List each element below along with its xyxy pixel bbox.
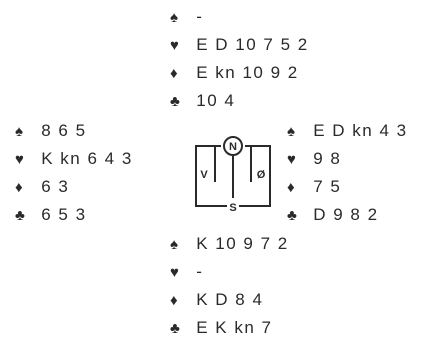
south-diamonds-row: ♦ K D 8 4 (170, 286, 289, 314)
east-diamonds-cards: 7 5 (313, 177, 342, 196)
diamond-icon: ♦ (170, 65, 180, 82)
north-spades-row: ♠ - (170, 3, 309, 31)
diamond-icon: ♦ (15, 179, 25, 196)
south-clubs-cards: E K kn 7 (196, 318, 273, 337)
east-clubs-row: ♣ D 9 8 2 (287, 201, 408, 229)
hand-west: ♠ 8 6 5 ♥ K kn 6 4 3 ♦ 6 3 ♣ 6 5 3 (15, 117, 133, 229)
spade-icon: ♠ (170, 236, 180, 253)
club-icon: ♣ (170, 320, 182, 337)
south-spades-cards: K 10 9 7 2 (196, 234, 289, 253)
club-icon: ♣ (15, 207, 27, 224)
spade-icon: ♠ (170, 9, 180, 26)
compass-north-label: N (229, 141, 237, 153)
compass-east-label: Ø (257, 169, 266, 181)
east-diamonds-row: ♦ 7 5 (287, 173, 408, 201)
heart-icon: ♥ (170, 37, 181, 54)
hand-north: ♠ - ♥ E D 10 7 5 2 ♦ E kn 10 9 2 ♣ 10 4 (170, 3, 309, 115)
hand-south: ♠ K 10 9 7 2 ♥ - ♦ K D 8 4 ♣ E K kn 7 (170, 230, 289, 342)
east-clubs-cards: D 9 8 2 (313, 205, 379, 224)
south-clubs-row: ♣ E K kn 7 (170, 314, 289, 342)
south-hearts-cards: - (196, 262, 204, 281)
diamond-icon: ♦ (170, 292, 180, 309)
north-diamonds-cards: E kn 10 9 2 (196, 63, 299, 82)
west-spades-row: ♠ 8 6 5 (15, 117, 133, 145)
west-clubs-cards: 6 5 3 (41, 205, 87, 224)
east-spades-row: ♠ E D kn 4 3 (287, 117, 408, 145)
heart-icon: ♥ (287, 151, 298, 168)
spade-icon: ♠ (15, 123, 25, 140)
north-clubs-cards: 10 4 (196, 91, 236, 110)
heart-icon: ♥ (170, 264, 181, 281)
east-spades-cards: E D kn 4 3 (313, 121, 408, 140)
hand-east: ♠ E D kn 4 3 ♥ 9 8 ♦ 7 5 ♣ D 9 8 2 (287, 117, 408, 229)
spade-icon: ♠ (287, 123, 297, 140)
compass-diagram: N S V Ø (195, 136, 271, 212)
east-hearts-row: ♥ 9 8 (287, 145, 408, 173)
north-clubs-row: ♣ 10 4 (170, 87, 309, 115)
east-hearts-cards: 9 8 (313, 149, 342, 168)
north-spades-cards: - (196, 7, 204, 26)
west-hearts-cards: K kn 6 4 3 (41, 149, 133, 168)
north-hearts-cards: E D 10 7 5 2 (196, 35, 309, 54)
club-icon: ♣ (170, 93, 182, 110)
west-diamonds-row: ♦ 6 3 (15, 173, 133, 201)
west-clubs-row: ♣ 6 5 3 (15, 201, 133, 229)
compass-west-label: V (200, 169, 208, 181)
club-icon: ♣ (287, 207, 299, 224)
north-diamonds-row: ♦ E kn 10 9 2 (170, 59, 309, 87)
west-spades-cards: 8 6 5 (41, 121, 87, 140)
south-hearts-row: ♥ - (170, 258, 289, 286)
south-diamonds-cards: K D 8 4 (196, 290, 264, 309)
compass-south-label: S (229, 202, 236, 212)
south-spades-row: ♠ K 10 9 7 2 (170, 230, 289, 258)
diamond-icon: ♦ (287, 179, 297, 196)
west-diamonds-cards: 6 3 (41, 177, 70, 196)
north-hearts-row: ♥ E D 10 7 5 2 (170, 31, 309, 59)
west-hearts-row: ♥ K kn 6 4 3 (15, 145, 133, 173)
heart-icon: ♥ (15, 151, 26, 168)
